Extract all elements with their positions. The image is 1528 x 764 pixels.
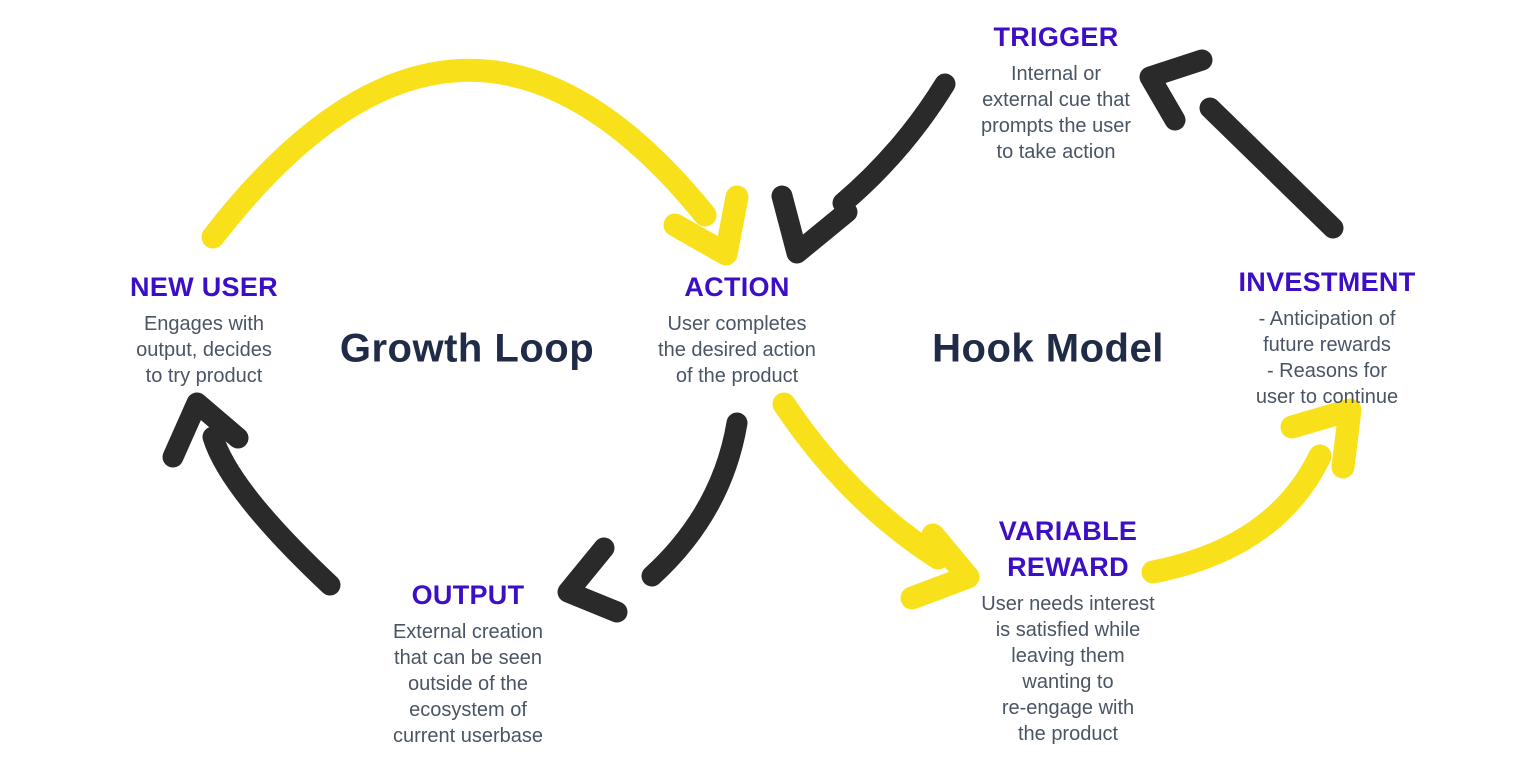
new-user-label: NEW USER: [130, 272, 278, 302]
node-new-user: NEW USER Engages with output, decides to…: [84, 269, 324, 389]
trigger-description: Internal or external cue that prompts th…: [980, 63, 1132, 163]
node-trigger: TRIGGER Internal or external cue that pr…: [926, 19, 1186, 165]
variable-reward-description: User needs interest is satisfied while l…: [981, 593, 1155, 745]
arrow-output-to-new-user: [162, 392, 341, 596]
growth-loop-title: Growth Loop: [339, 326, 595, 371]
investment-description: - Anticipation of future rewards - Reaso…: [1255, 308, 1399, 408]
new-user-description: Engages with output, decides to try prod…: [136, 313, 272, 387]
trigger-label: TRIGGER: [993, 22, 1119, 52]
action-label: ACTION: [684, 272, 790, 302]
output-label: OUTPUT: [411, 580, 525, 610]
investment-label: INVESTMENT: [1238, 267, 1416, 297]
action-description: User completes the desired action of the…: [658, 313, 816, 387]
node-output: OUTPUT External creation that can be see…: [338, 577, 598, 749]
arrow-trigger-to-action: [771, 73, 956, 264]
node-action: ACTION User completes the desired action…: [607, 269, 867, 389]
arrow-new-user-to-action: [201, 58, 749, 266]
node-variable-reward: VARIABLE REWARD User needs interest is s…: [938, 513, 1198, 747]
hook-model-title: Hook Model: [932, 326, 1164, 371]
output-description: External creation that can be seen outsi…: [392, 621, 544, 747]
variable-reward-label: VARIABLE REWARD: [998, 516, 1138, 582]
node-investment: INVESTMENT - Anticipation of future rewa…: [1187, 264, 1467, 410]
